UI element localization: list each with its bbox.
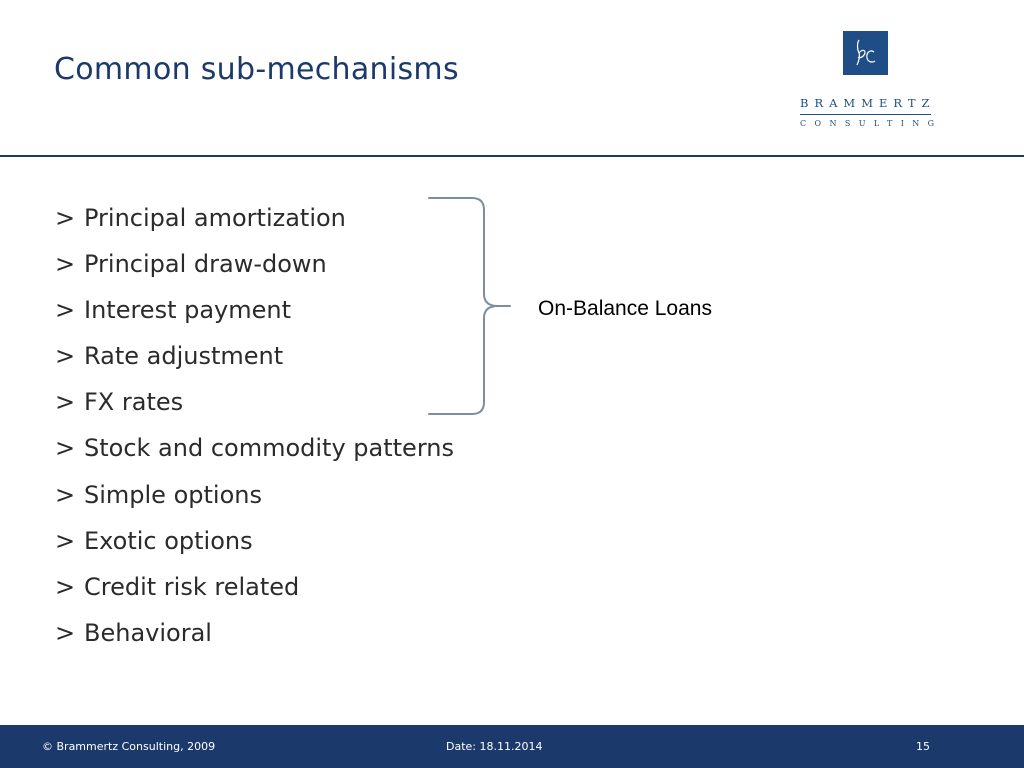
bc-monogram-icon — [843, 31, 888, 75]
bullet-item: > Principal draw-down — [55, 241, 454, 287]
bullet-marker: > — [55, 342, 76, 371]
brace-path — [428, 197, 511, 415]
bullet-list: > Principal amortization > Principal draw-… — [55, 195, 454, 656]
bullet-text: FX rates — [84, 388, 184, 417]
footer-date: Date: 18.11.2014 — [446, 740, 543, 753]
bullet-text: Credit risk related — [84, 572, 300, 601]
page-number: 15 — [916, 740, 930, 753]
bullet-text: Stock and commodity patterns — [84, 434, 454, 463]
header-divider — [0, 155, 1024, 157]
bullet-marker: > — [55, 434, 76, 463]
logo-divider — [800, 114, 931, 115]
right-curly-brace-icon — [428, 197, 511, 415]
bullet-marker: > — [55, 388, 76, 417]
footer-bar: © Brammertz Consulting, 2009 Date: 18.11… — [0, 725, 1024, 768]
bullet-text: Behavioral — [84, 618, 212, 647]
bullet-text: Principal draw-down — [84, 250, 327, 279]
bullet-marker: > — [55, 526, 76, 555]
footer-copyright: © Brammertz Consulting, 2009 — [42, 740, 216, 753]
logo-wordmark: BRAMMERTZ — [800, 96, 936, 110]
bullet-marker: > — [55, 480, 76, 509]
bullet-text: Interest payment — [84, 296, 292, 325]
bullet-marker: > — [55, 296, 76, 325]
bullet-item: > Credit risk related — [55, 564, 454, 610]
bullet-text: Simple options — [84, 480, 262, 509]
bullet-item: > Rate adjustment — [55, 333, 454, 379]
bullet-item: > Interest payment — [55, 287, 454, 333]
bullet-marker: > — [55, 618, 76, 647]
slide-title: Common sub-mechanisms — [54, 52, 459, 87]
bullet-text: Principal amortization — [84, 204, 346, 232]
bullet-item: > Simple options — [55, 472, 454, 518]
bullet-item: > Principal amortization — [55, 195, 454, 241]
brace-label: On-Balance Loans — [538, 297, 712, 320]
bullet-marker: > — [55, 250, 76, 279]
bullet-item: > FX rates — [55, 379, 454, 425]
bullet-item: > Behavioral — [55, 610, 454, 656]
logo-subtitle: CONSULTING — [800, 119, 943, 128]
bullet-item: > Stock and commodity patterns — [55, 425, 454, 471]
bullet-marker: > — [55, 572, 76, 601]
bullet-text: Rate adjustment — [84, 342, 284, 371]
bullet-marker: > — [55, 204, 76, 232]
bullet-item: > Exotic options — [55, 518, 454, 564]
bullet-text: Exotic options — [84, 526, 253, 555]
